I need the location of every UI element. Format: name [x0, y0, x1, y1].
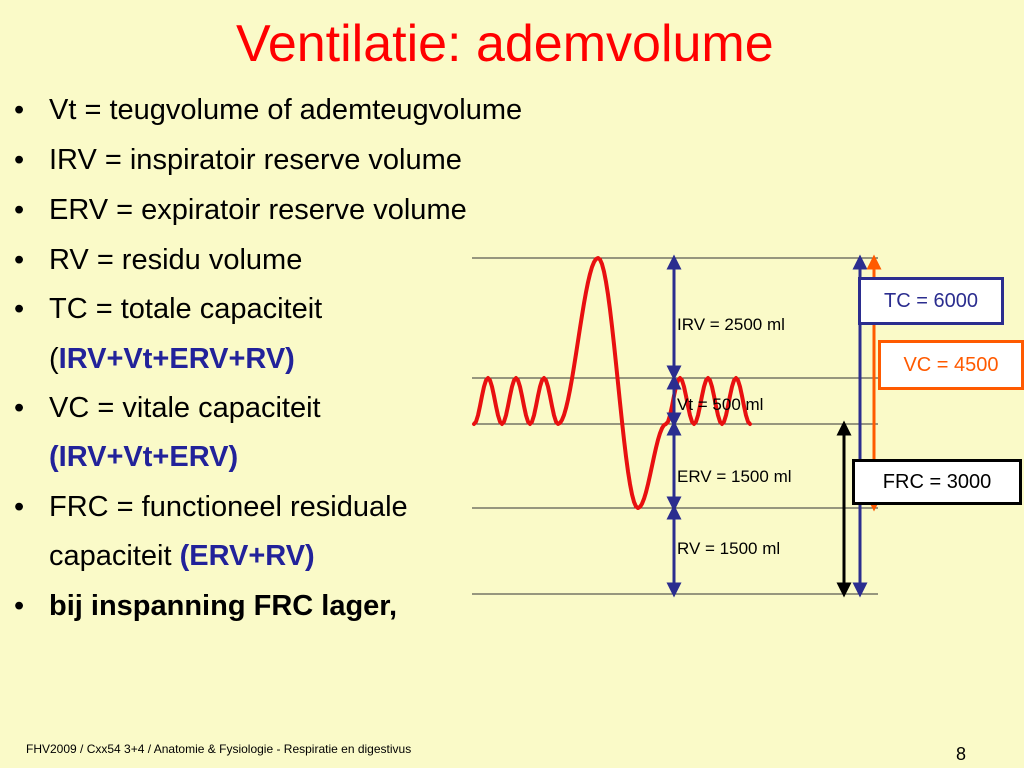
bullet-dot: •: [14, 392, 25, 424]
formula-paren: (: [49, 343, 59, 375]
breathing-waveform: [472, 256, 752, 510]
bullet-text: bij inspanning FRC lager,: [49, 590, 398, 622]
tc-box: TC = 6000: [858, 277, 1004, 325]
footer-text: FHV2009 / Cxx54 3+4 / Anatomie & Fysiolo…: [26, 742, 412, 756]
formula-line: (IRV+Vt+ERV+RV): [49, 341, 295, 377]
irv-label: IRV = 2500 ml: [677, 315, 785, 334]
formula-highlight: IRV+Vt+ERV+RV): [58, 343, 295, 375]
bullet-dot: •: [14, 491, 25, 523]
bullet-text: ERV = expiratoir reserve volume: [49, 194, 467, 226]
page-number: 8: [956, 744, 967, 764]
slide-title: Ventilatie: ademvolume: [236, 15, 774, 73]
bullet-text: RV = residu volume: [49, 244, 303, 276]
formula-highlight: (IRV+Vt+ERV): [49, 441, 239, 473]
formula-highlight: (ERV+RV): [179, 540, 315, 572]
bullet-text: IRV = inspiratoir reserve volume: [49, 144, 462, 176]
frc-box: FRC = 3000: [852, 459, 1022, 505]
rv-label: RV = 1500 ml: [677, 539, 780, 558]
bullet-dot: •: [14, 194, 25, 226]
bullet-dot: •: [14, 144, 25, 176]
bullet-text: FRC = functioneel residuale: [49, 491, 408, 523]
bullet-dot: •: [14, 94, 25, 126]
bullet-text: TC = totale capaciteit: [49, 293, 323, 325]
vt-label: Vt = 500 ml: [677, 395, 763, 414]
bullet-text: Vt = teugvolume of ademteugvolume: [49, 94, 523, 126]
bullet-dot: •: [14, 590, 25, 622]
erv-label: ERV = 1500 ml: [677, 467, 792, 486]
vc-box: VC = 4500: [878, 340, 1024, 390]
formula-line: capaciteit (ERV+RV): [49, 538, 315, 574]
bullet-dot: •: [14, 293, 25, 325]
bullet-dot: •: [14, 244, 25, 276]
bullet-text: capaciteit: [49, 540, 180, 572]
bullet-text: VC = vitale capaciteit: [49, 392, 321, 424]
